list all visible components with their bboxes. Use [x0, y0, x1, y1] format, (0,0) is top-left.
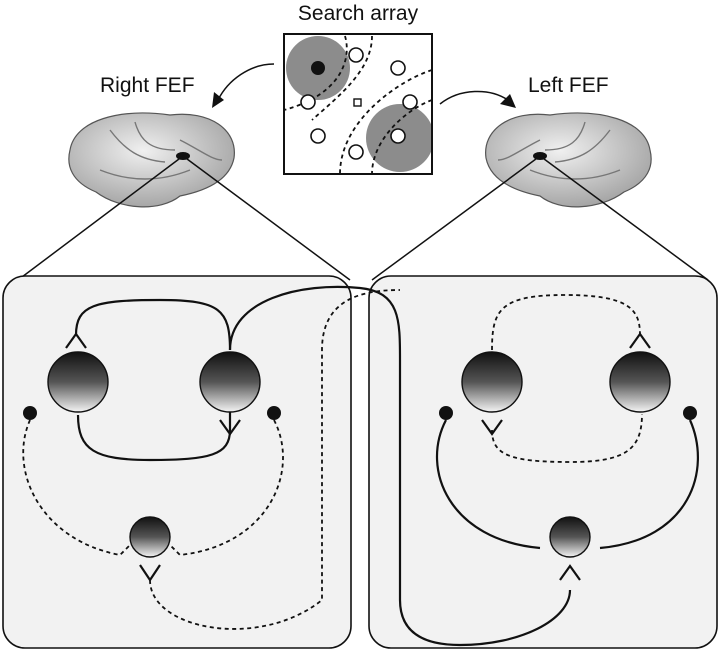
inhibitory-terminal-right-2	[267, 406, 281, 420]
neuron-right-2	[199, 351, 261, 413]
left-fef-circuit	[228, 285, 699, 647]
cross-hemisphere-dashed	[149, 289, 401, 630]
distractor-7	[390, 128, 406, 144]
arrow-to-right-fef	[217, 63, 275, 101]
target-dot	[311, 61, 325, 75]
left-brain-image	[485, 112, 652, 208]
distractor-6	[348, 144, 364, 160]
inhibitory-terminal-left-2	[683, 406, 697, 420]
zoom-line-right-b	[182, 155, 351, 281]
synapse-right-top	[65, 332, 87, 349]
synapse-right-bottom	[219, 419, 241, 436]
distractor-1	[348, 47, 364, 63]
right-fef-circuit	[22, 289, 401, 630]
distractor-5	[310, 128, 326, 144]
right-brain-image	[68, 112, 235, 208]
synapse-left-bottom	[481, 419, 503, 436]
right-fef-panel	[2, 275, 352, 649]
fixation-square	[353, 98, 362, 107]
neuron-left-1	[461, 351, 523, 413]
zoom-line-left-b	[539, 155, 709, 281]
interneuron-right	[129, 516, 171, 558]
neuron-right-1	[47, 351, 109, 413]
zoom-line-right-a	[17, 155, 184, 281]
rf-boundary-2	[311, 35, 373, 121]
distractor-2	[390, 60, 406, 76]
arrow-to-left-fef	[439, 90, 509, 105]
cross-hemisphere-solid	[228, 285, 572, 647]
rf-boundary-3	[339, 69, 432, 174]
distractor-3	[300, 94, 316, 110]
search-array	[283, 33, 433, 175]
inhibitory-terminal-left-1	[439, 406, 453, 420]
inhibitory-terminal-right-1	[23, 406, 37, 420]
zoom-line-left-a	[371, 155, 541, 281]
rf-boundary-4	[371, 99, 432, 174]
search-array-title: Search array	[298, 2, 419, 25]
left-fef-label: Left FEF	[528, 74, 609, 97]
interneuron-left	[549, 516, 591, 558]
neuron-left-2	[609, 351, 671, 413]
synapse-left-top	[629, 332, 651, 349]
distractor-4	[402, 94, 418, 110]
right-fef-label: Right FEF	[100, 74, 195, 97]
rf-boundary-1	[284, 35, 348, 111]
synapse-left-interneuron	[559, 564, 581, 581]
